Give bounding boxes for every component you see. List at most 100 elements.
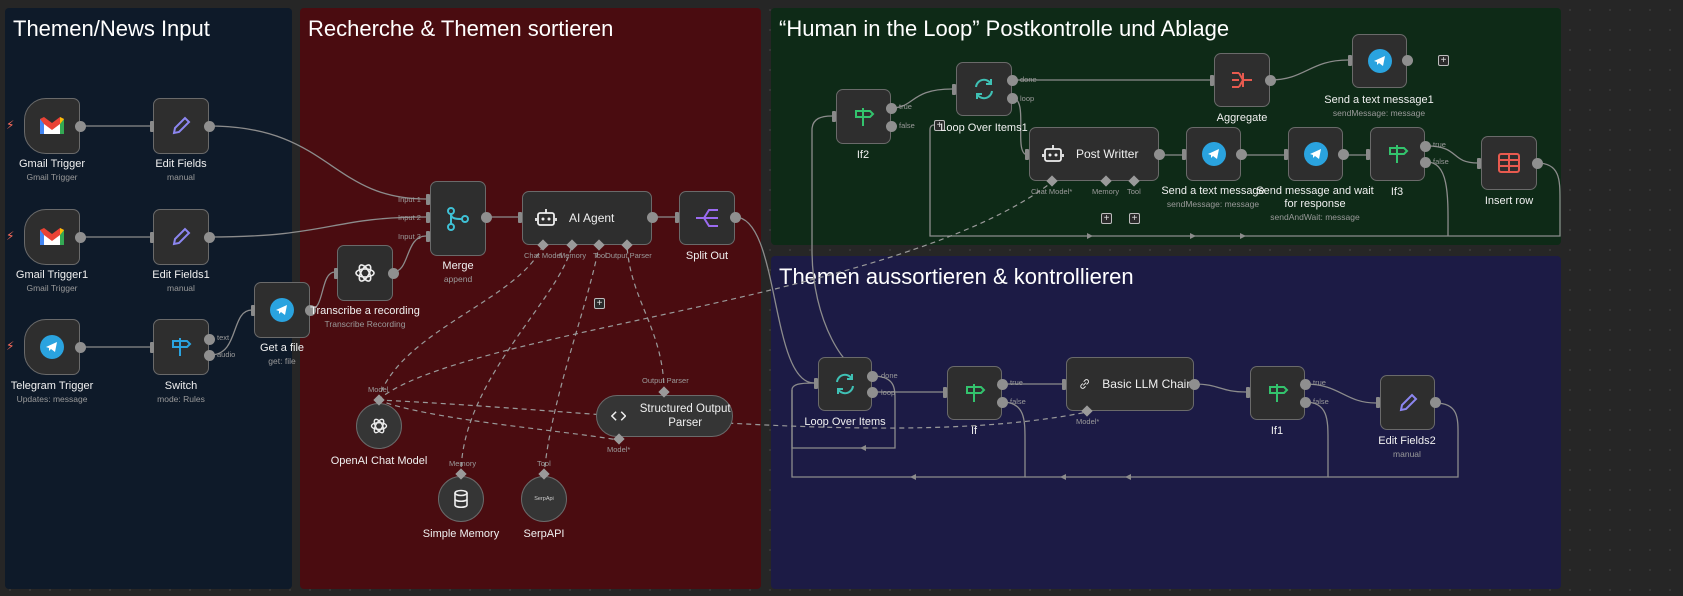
node-serpapi[interactable]: SerpApi — [521, 476, 567, 522]
input-port[interactable] — [518, 212, 522, 223]
node-if[interactable] — [947, 366, 1002, 420]
node-gmail-trigger[interactable] — [24, 98, 80, 154]
input-port[interactable] — [814, 378, 818, 389]
node-merge[interactable] — [430, 181, 486, 256]
node-send-text-message1[interactable] — [1352, 34, 1407, 88]
input-port-3[interactable] — [426, 231, 430, 242]
output-port[interactable] — [1189, 379, 1200, 390]
output-port-done[interactable] — [867, 371, 878, 382]
node-openai-chat[interactable] — [356, 403, 402, 449]
node-if2[interactable] — [836, 89, 891, 144]
output-port-text[interactable] — [204, 334, 215, 345]
node-if1[interactable] — [1250, 366, 1305, 420]
input-port[interactable] — [150, 121, 154, 132]
input-port[interactable] — [1210, 75, 1214, 86]
node-aggregate[interactable] — [1214, 53, 1270, 107]
input-port[interactable] — [150, 342, 154, 353]
input-port[interactable] — [1025, 149, 1029, 160]
node-loop-over-items[interactable] — [818, 357, 872, 411]
node-structured-parser[interactable]: Structured Output Parser — [596, 395, 733, 437]
node-post-writter[interactable]: Post Writter — [1029, 127, 1159, 181]
node-title: If — [970, 425, 978, 437]
input-port[interactable] — [334, 268, 338, 279]
output-port-done[interactable] — [1007, 75, 1018, 86]
output-port[interactable] — [1532, 158, 1543, 169]
input-port[interactable] — [1348, 55, 1352, 66]
input-port[interactable] — [150, 232, 154, 243]
node-title: Loop Over Items — [804, 416, 886, 428]
output-port-loop[interactable] — [1007, 93, 1018, 104]
output-port[interactable] — [481, 212, 492, 223]
output-port[interactable] — [75, 121, 86, 132]
node-loop-over-items1[interactable] — [956, 62, 1012, 116]
node-edit-fields2[interactable] — [1380, 375, 1435, 430]
aggregate-icon — [1232, 72, 1252, 88]
node-if3[interactable] — [1370, 127, 1425, 181]
wire-if3-insert — [1426, 145, 1479, 164]
node-ai-agent[interactable]: AI Agent — [522, 191, 652, 245]
node-edit-fields1[interactable] — [153, 209, 209, 265]
output-port[interactable] — [1338, 149, 1349, 160]
node-title: Split Out — [685, 250, 729, 262]
input-port[interactable] — [1062, 379, 1066, 390]
node-insert-row[interactable] — [1481, 136, 1537, 190]
node-simple-memory[interactable] — [438, 476, 484, 522]
merge-icon — [447, 206, 469, 231]
node-split-out[interactable] — [679, 191, 735, 245]
output-port[interactable] — [1265, 75, 1276, 86]
input-port[interactable] — [1284, 149, 1288, 160]
output-port[interactable] — [647, 212, 658, 223]
input-port[interactable] — [1182, 149, 1186, 160]
input-port[interactable] — [1376, 397, 1380, 408]
input-port[interactable] — [1477, 158, 1481, 169]
output-port[interactable] — [730, 212, 741, 223]
input-port-1[interactable] — [426, 194, 430, 205]
node-telegram-trigger[interactable] — [24, 319, 80, 375]
section-human[interactable]: “Human in the Loop” Postkontrolle und Ab… — [771, 8, 1561, 245]
output-port[interactable] — [1430, 397, 1441, 408]
add-node-button[interactable]: + — [934, 120, 945, 131]
input-port[interactable] — [1246, 387, 1250, 398]
output-port-true[interactable] — [1300, 379, 1311, 390]
output-port[interactable] — [204, 232, 215, 243]
input-port[interactable] — [952, 84, 956, 95]
output-port-false[interactable] — [1300, 397, 1311, 408]
output-port-true[interactable] — [886, 103, 897, 114]
output-port-true[interactable] — [1420, 141, 1431, 152]
node-title: If1 — [1270, 425, 1284, 437]
output-port[interactable] — [75, 232, 86, 243]
output-port[interactable] — [305, 305, 316, 316]
output-port[interactable] — [388, 268, 399, 279]
node-send-text-message[interactable] — [1186, 127, 1241, 181]
output-port-false[interactable] — [997, 397, 1008, 408]
node-transcribe[interactable] — [337, 245, 393, 301]
input-port-2[interactable] — [426, 212, 430, 223]
port-label-output-parser: Output Parser — [642, 376, 689, 385]
input-port[interactable] — [943, 387, 947, 398]
node-basic-llm-chain[interactable]: Basic LLM Chain — [1066, 357, 1194, 411]
node-send-wait[interactable] — [1288, 127, 1343, 181]
add-tool-button[interactable]: + — [594, 298, 605, 309]
add-memory-button[interactable]: + — [1101, 213, 1112, 224]
input-port[interactable] — [675, 212, 679, 223]
add-node-button[interactable]: + — [1438, 55, 1449, 66]
output-port[interactable] — [1154, 149, 1165, 160]
node-edit-fields[interactable] — [153, 98, 209, 154]
add-tool-button[interactable]: + — [1129, 213, 1140, 224]
input-port[interactable] — [251, 305, 255, 316]
output-port-false[interactable] — [886, 121, 897, 132]
output-port[interactable] — [1402, 55, 1413, 66]
output-port[interactable] — [204, 121, 215, 132]
output-port-false[interactable] — [1420, 157, 1431, 168]
output-port[interactable] — [1236, 149, 1247, 160]
output-port[interactable] — [75, 342, 86, 353]
output-port-audio[interactable] — [204, 350, 215, 361]
node-gmail-trigger1[interactable] — [24, 209, 80, 265]
output-port-true[interactable] — [997, 379, 1008, 390]
input-port[interactable] — [1366, 149, 1370, 160]
input-port[interactable] — [832, 111, 836, 122]
node-title: Loop Over Items1 — [940, 122, 1028, 134]
output-port-loop[interactable] — [867, 387, 878, 398]
gmail-icon — [40, 228, 64, 245]
